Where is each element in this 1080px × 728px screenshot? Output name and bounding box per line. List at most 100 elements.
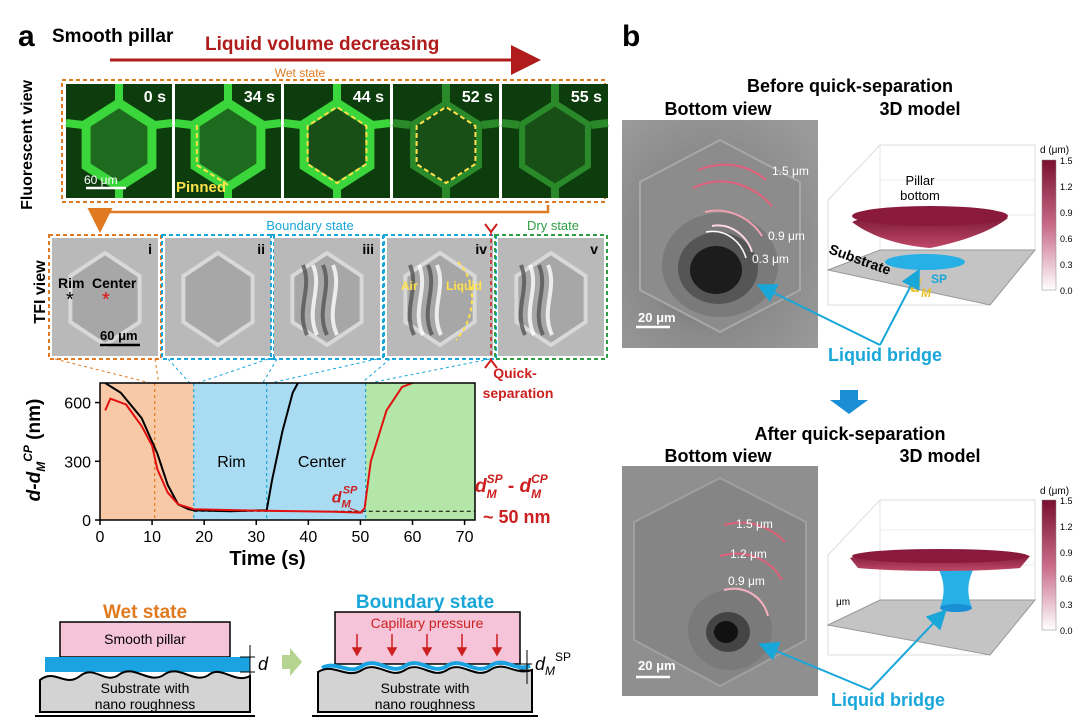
- quick-separation-label-2: separation: [483, 385, 554, 401]
- x-tick-label: 20: [195, 529, 213, 546]
- colorbar-tick-label: 1.5: [1060, 156, 1073, 166]
- liquid-bridge-arrow-before: [756, 284, 881, 346]
- wet-substrate-label-2: nano roughness: [95, 696, 195, 712]
- boundary-substrate-label-1: Substrate with: [381, 680, 470, 696]
- liquid-label: Liquid: [446, 279, 482, 293]
- rim-label: Rim: [58, 275, 84, 291]
- tfi-roman-label: iv: [475, 241, 487, 257]
- after-colorbar: d (μm): [1040, 486, 1069, 631]
- quick-separation-label-1: Quick-: [493, 365, 537, 381]
- dsp-minus-dcp-label: dMSP - dMCP: [475, 472, 549, 501]
- tfi-roman-label: i: [148, 241, 152, 257]
- liquid-bridge-arrow-after-2: [869, 609, 947, 691]
- tile-connector: [270, 358, 378, 384]
- before-title: Before quick-separation: [747, 76, 953, 96]
- after-3d-model: μm: [826, 499, 1037, 656]
- chart-center-annotation: Center: [298, 454, 347, 471]
- x-tick-label: 0: [96, 529, 105, 546]
- schematic-diagrams: Wet state Boundary state Smooth pillar S…: [35, 592, 571, 717]
- contour-label-0-9-before: 0.9 μm: [768, 229, 805, 243]
- d-label: d: [258, 654, 269, 674]
- time-label: 34 s: [244, 89, 275, 106]
- time-label: 52 s: [462, 89, 493, 106]
- chart-region-0: [100, 383, 194, 520]
- time-label: 0 s: [144, 89, 166, 106]
- approx-50nm-label: ~ 50 nm: [483, 507, 551, 527]
- fluorescent-label: Fluorescent view: [19, 80, 36, 210]
- svg-text:60 μm: 60 μm: [84, 173, 118, 187]
- colorbar-tick-label: 0.9: [1060, 208, 1073, 218]
- capillary-arrows: [351, 634, 503, 657]
- colorbar-ticks: 1.51.20.90.60.30.01.51.20.90.60.30.0: [1060, 156, 1073, 636]
- wet-state-bottom-label: Wet state: [103, 602, 187, 623]
- pillar-bottom-label-1: Pillar: [906, 173, 936, 188]
- tfi-tile: iv: [383, 234, 497, 360]
- smooth-pillar-label: Smooth pillar: [104, 631, 186, 647]
- tile-connector: [54, 358, 151, 384]
- liquid-bridge-arrow-before-2: [879, 268, 920, 346]
- colorbar-tick-label: 0.3: [1060, 600, 1073, 610]
- rim-star-icon: *: [66, 289, 74, 311]
- contour-1-5-before: [697, 163, 767, 181]
- chart-frame: [99, 382, 476, 521]
- wet-substrate-label-1: Substrate with: [101, 680, 190, 696]
- fluorescent-tile: 34 s: [174, 84, 282, 198]
- tile-connector: [154, 358, 160, 384]
- tile-connector: [167, 358, 191, 384]
- colorbar-tick-label: 0.0: [1060, 286, 1073, 296]
- chart-region-2: [365, 383, 475, 520]
- tile-connector: [262, 358, 278, 384]
- fluorescent-tile: 0 s: [65, 84, 173, 198]
- colorbar-tick-label: 0.3: [1060, 260, 1073, 270]
- liquid-bridge-label-before: Liquid bridge: [828, 345, 942, 365]
- before-bottom-view-image: 1.5 μm 0.9 μm 0.3 μm 20 μm: [622, 120, 818, 348]
- fluorescent-tile: 55 s: [501, 84, 609, 198]
- x-axis-label: Time (s): [229, 548, 305, 570]
- air-label: Air: [401, 279, 418, 293]
- svg-text:d-dMCP (nm): d-dMCP (nm): [21, 399, 48, 502]
- after-bottom-view-title: Bottom view: [664, 446, 772, 466]
- wet-state-top-label: Wet state: [275, 66, 326, 80]
- colorbar-tick-label: 0.6: [1060, 234, 1073, 244]
- time-label: 44 s: [353, 89, 384, 106]
- tile-connector: [197, 358, 269, 384]
- tile-connector: [369, 358, 491, 384]
- colorbar-tick-label: 0.0: [1060, 626, 1073, 636]
- colorbar-tick-label: 0.6: [1060, 574, 1073, 584]
- colorbar-tick-label: 1.2: [1060, 182, 1073, 192]
- contour-0-9-before: [704, 209, 763, 237]
- contour-1-5-after: [723, 521, 786, 543]
- tfi-tile: iii: [270, 234, 384, 360]
- series-line-rim: [104, 382, 299, 513]
- series-line-center: [104, 382, 413, 514]
- tfi-tile: v: [494, 234, 608, 360]
- after-title: After quick-separation: [754, 424, 945, 444]
- x-tick-label: 60: [404, 529, 422, 546]
- quick-separation-marker-top: [484, 223, 498, 234]
- panel-a-letter: a: [18, 20, 35, 53]
- x-tick-label: 10: [143, 529, 161, 546]
- before-bottom-view-title: Bottom view: [664, 99, 772, 119]
- um-axis-label: μm: [836, 597, 850, 608]
- colorbar-title-after: d (μm): [1040, 486, 1069, 497]
- fluorescent-tile: 44 s: [283, 84, 391, 198]
- air-liquid-boundary: [455, 261, 473, 341]
- boundary-substrate: [317, 665, 533, 713]
- wet-substrate: [39, 670, 251, 713]
- after-3d-model-title: 3D model: [899, 446, 980, 466]
- center-star-icon: *: [102, 289, 110, 311]
- dry-state-label: Dry state: [527, 218, 579, 233]
- x-tick-label: 50: [352, 529, 370, 546]
- contour-label-1-5-before: 1.5 μm: [772, 164, 809, 178]
- tfi-scale-label: 60 μm: [100, 328, 138, 343]
- x-tick-label: 70: [456, 529, 474, 546]
- colorbar-tick-label: 1.2: [1060, 522, 1073, 532]
- dsp-pointer: [349, 507, 364, 514]
- fluorescent-tile: 52 s: [392, 84, 500, 198]
- before-3d-model-title: 3D model: [879, 99, 960, 119]
- chart-rim-annotation: Rim: [217, 454, 245, 471]
- tile-connector: [361, 358, 391, 384]
- before-after-arrow: [830, 390, 868, 414]
